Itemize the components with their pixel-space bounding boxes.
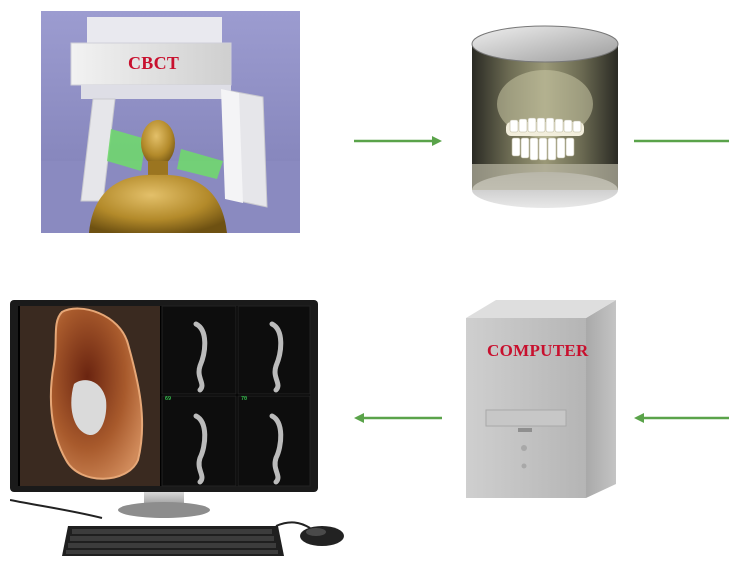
arrow-volume-to-right (634, 139, 729, 143)
slice-number: 69 (165, 396, 171, 402)
slice-number: 70 (241, 396, 247, 402)
keyboard-icon (62, 526, 284, 556)
workstation-node: 69 70 (9, 300, 350, 560)
arrow-cbct-to-volume (354, 136, 442, 146)
computer-tower-icon (466, 300, 616, 498)
volume-node (466, 24, 624, 216)
computer-node: COMPUTER (466, 298, 618, 498)
monitor-icon: 69 70 (9, 300, 344, 556)
arrow-computer-to-workstation (354, 413, 442, 423)
computer-label: COMPUTER (487, 341, 589, 360)
arrow-right-to-computer (634, 413, 729, 423)
cbct-label: CBCT (128, 53, 180, 73)
volume-cylinder-icon (471, 25, 619, 208)
cbct-scanner-icon (41, 11, 300, 233)
cbct-scanner-node: CBCT (41, 11, 300, 233)
